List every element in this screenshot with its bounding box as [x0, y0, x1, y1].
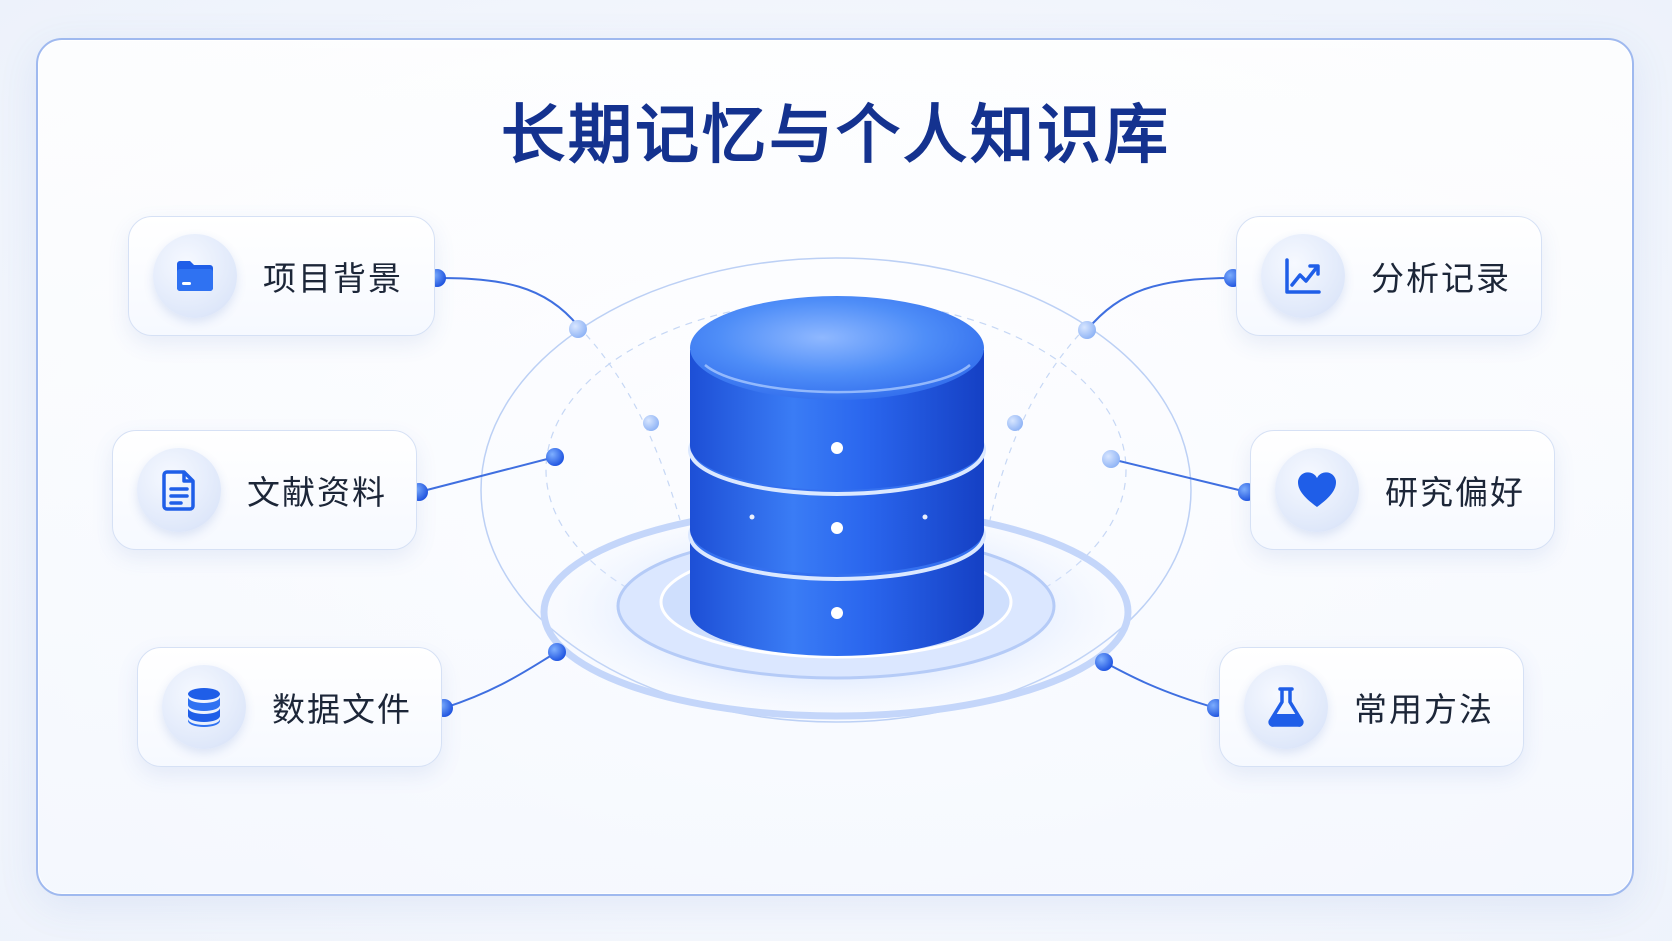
cylinder-top-highlight — [704, 364, 971, 394]
line-chart-icon — [1285, 258, 1321, 294]
sparkle-left — [749, 514, 755, 520]
card-label: 项目背景 — [263, 259, 403, 298]
card-icon-badge — [162, 665, 246, 749]
card-common-methods[interactable]: 常用方法 — [1219, 647, 1524, 767]
orbit-arc-right — [989, 325, 1088, 521]
database-icon — [188, 688, 220, 727]
connector-project-background — [436, 277, 579, 327]
connector-analysis-records — [1086, 277, 1234, 331]
card-project-background[interactable]: 项目背景 — [128, 216, 435, 336]
status-light-bottom — [831, 607, 843, 619]
orbit-node-lower-left — [548, 643, 566, 661]
document-icon — [162, 470, 195, 511]
orbit-node-upper-right — [1078, 321, 1096, 339]
cylinder-top-face — [690, 296, 984, 400]
card-icon-badge — [1275, 448, 1359, 532]
card-literature[interactable]: 文献资料 — [112, 430, 417, 550]
card-analysis-records[interactable]: 分析记录 — [1236, 216, 1542, 336]
orbit-node-mid-left — [546, 448, 564, 466]
folder-icon — [177, 261, 213, 291]
database-cylinder-icon — [688, 296, 986, 656]
card-icon-badge — [1244, 665, 1328, 749]
orbit-node-mid-right — [1102, 450, 1120, 468]
flask-icon — [1268, 687, 1304, 727]
card-label: 数据文件 — [272, 690, 412, 729]
sparkle-right — [922, 514, 928, 520]
connectors — [418, 277, 1248, 709]
card-icon-badge — [137, 448, 221, 532]
status-light-top — [831, 442, 843, 454]
connector-data-files — [443, 651, 558, 709]
card-label: 文献资料 — [247, 473, 387, 512]
card-icon-badge — [1261, 234, 1345, 318]
orbit-node-lower-right — [1095, 653, 1113, 671]
orbit-node-inner-right — [1007, 415, 1023, 431]
card-research-preferences[interactable]: 研究偏好 — [1250, 430, 1555, 550]
connector-research-preferences — [1110, 458, 1248, 493]
card-label: 分析记录 — [1371, 259, 1511, 298]
card-icon-badge — [153, 234, 237, 318]
connector-common-methods — [1103, 661, 1217, 709]
status-light-middle — [831, 522, 843, 534]
connector-literature — [418, 456, 556, 493]
outer-orbit — [480, 257, 1192, 723]
card-label: 常用方法 — [1354, 690, 1494, 729]
orbit-node-inner-left — [643, 415, 659, 431]
orbit-node-upper-left — [569, 320, 587, 338]
orbit-arc-left — [577, 325, 681, 521]
card-label: 研究偏好 — [1385, 473, 1525, 512]
page-title: 长期记忆与个人知识库 — [501, 99, 1171, 173]
heart-icon — [1298, 472, 1336, 507]
card-data-files[interactable]: 数据文件 — [137, 647, 442, 767]
